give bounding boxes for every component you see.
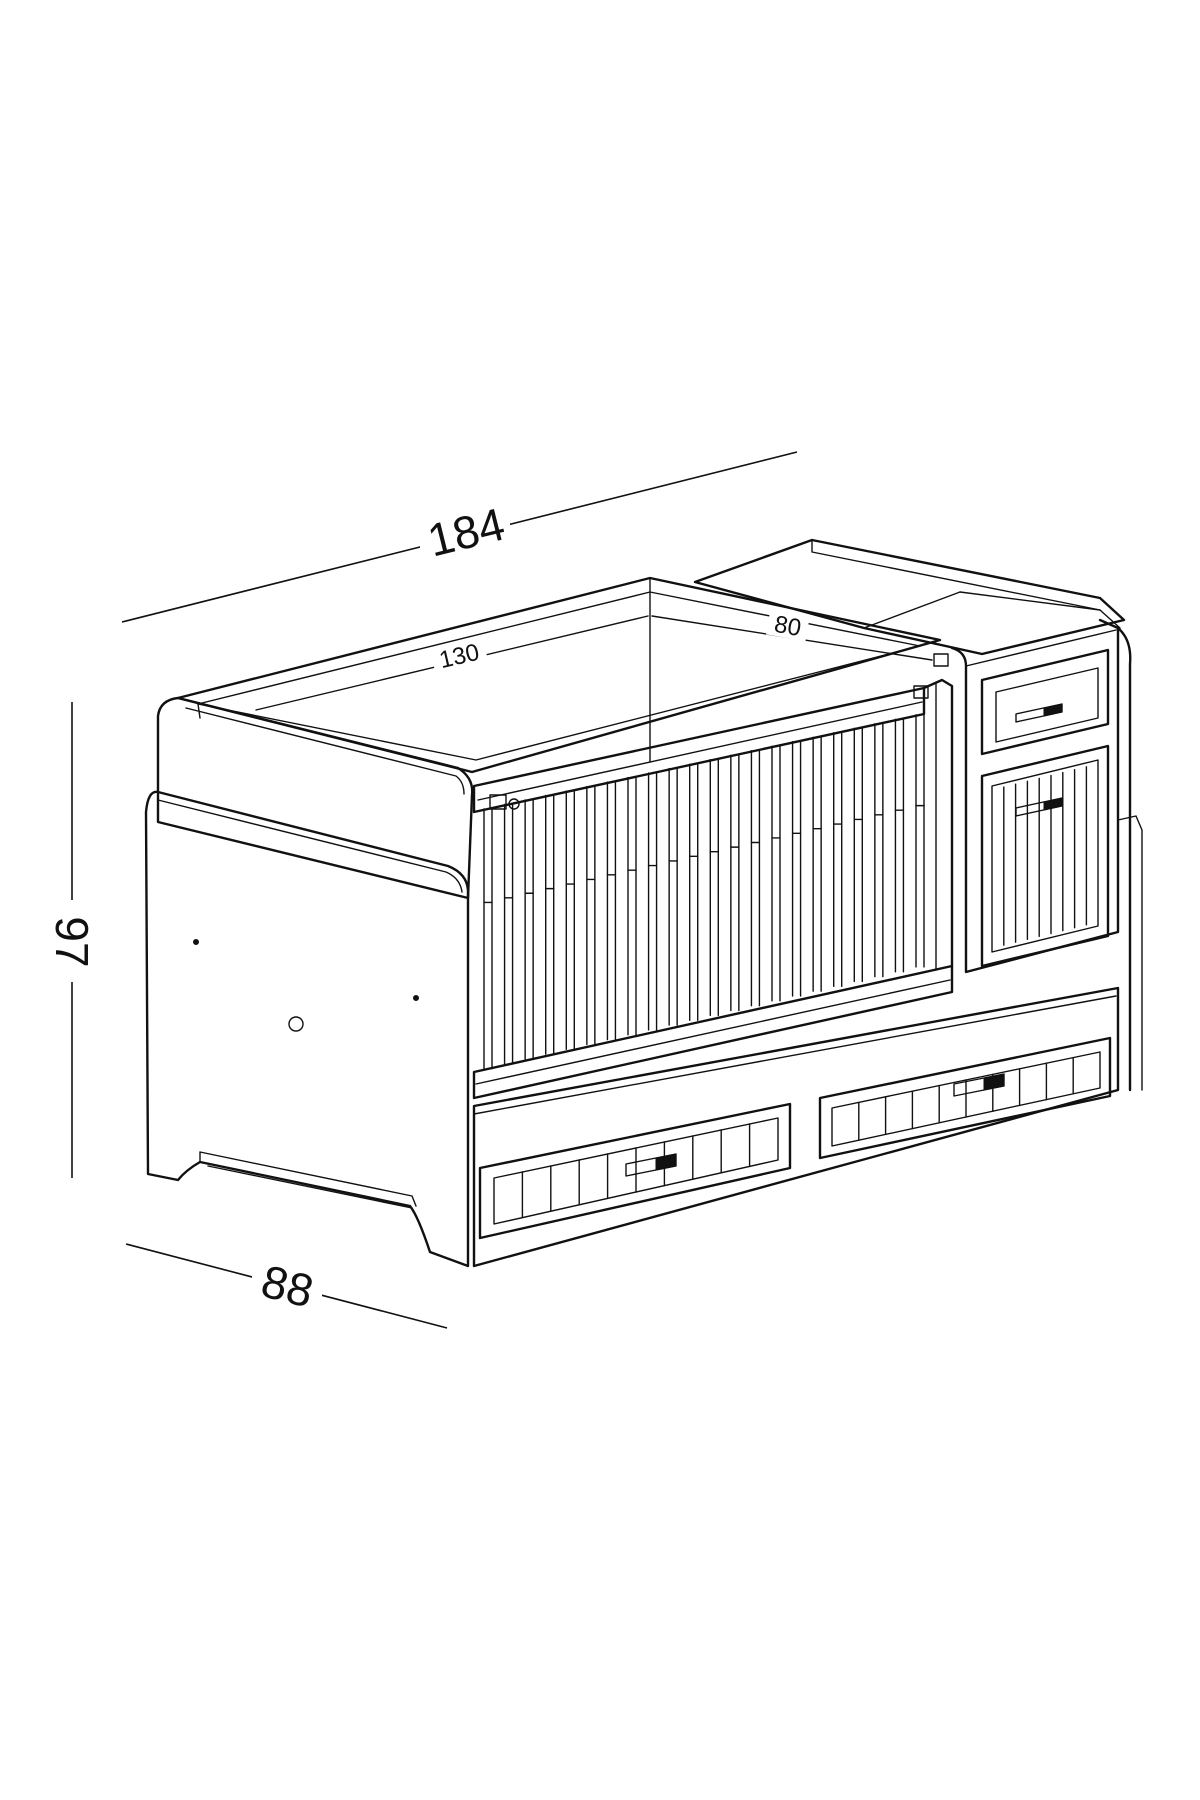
crib-slat (503, 803, 514, 1065)
knob-icon (288, 1016, 304, 1032)
front-rail (472, 653, 954, 1100)
crib-slat (647, 772, 658, 1031)
crib-slat (689, 763, 699, 1021)
latch-icon (933, 653, 949, 667)
latch-icon (913, 685, 929, 699)
crib-slats (483, 714, 925, 1070)
cabinet-top (693, 538, 1126, 656)
crib-length-label: 130 (437, 639, 482, 674)
crib-slat (565, 790, 575, 1051)
depth-dimension-label: 88 (256, 1255, 318, 1318)
cabinet (950, 618, 1143, 1092)
crib-slat (894, 718, 905, 973)
crib-slat (545, 794, 555, 1055)
underbed-drawer-left[interactable] (478, 1102, 792, 1240)
crib-slat (791, 741, 802, 997)
crib-slat (586, 785, 596, 1046)
crib-slat (606, 781, 617, 1041)
latch-icon (508, 798, 520, 810)
headboard (144, 696, 474, 1268)
underbed-left-handle[interactable] (625, 1153, 677, 1177)
crib-slat (833, 732, 843, 988)
crib-slat (915, 714, 925, 968)
latch-icon (489, 794, 507, 810)
cabinet-length-label: 80 (772, 611, 803, 642)
length-dimension-label: 184 (423, 498, 510, 567)
door-panel-lines (1003, 766, 1088, 946)
crib-slat (483, 808, 493, 1070)
cabinet-door[interactable] (980, 744, 1110, 968)
height-dimension-label: 97 (46, 916, 98, 967)
crib-slat (668, 767, 678, 1026)
underbed-drawers (472, 986, 1120, 1268)
crib-slat (750, 750, 761, 1007)
crib-slat (627, 776, 637, 1036)
drawer-handle[interactable] (1015, 703, 1063, 723)
crib-slat (730, 754, 740, 1012)
crib-basin (176, 576, 942, 774)
crib-slat (812, 736, 822, 992)
crib-slat (853, 727, 863, 983)
cabinet-drawer[interactable] (980, 648, 1110, 756)
underbed-right-handle[interactable] (953, 1073, 1005, 1097)
crib-slat (524, 799, 534, 1060)
crib-slat (874, 723, 884, 978)
crib-slat (771, 745, 781, 1002)
crib-slat (709, 758, 719, 1017)
bolt-icon (193, 939, 199, 945)
bolt-icon (413, 995, 419, 1001)
underbed-drawer-right[interactable] (818, 1036, 1112, 1160)
inner-dimension-lines (255, 615, 933, 711)
